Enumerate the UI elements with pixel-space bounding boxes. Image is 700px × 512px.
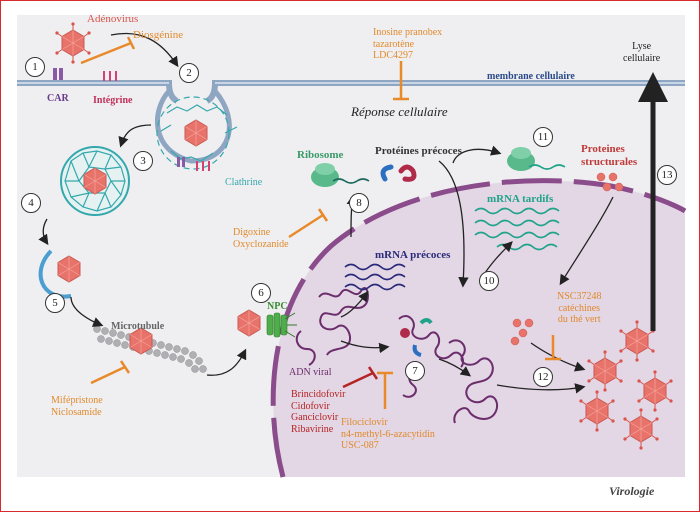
drugs-brincidofovir: Brincidofovir Cidofovir Ganciclovir Riba… bbox=[291, 389, 345, 435]
label-reponse: Réponse cellulaire bbox=[351, 104, 448, 119]
step-8: 8 bbox=[349, 193, 369, 213]
label-car: CAR bbox=[47, 93, 69, 104]
label-integrine: Intégrine bbox=[93, 95, 133, 106]
drugs-filociclovir: Filociclovir n4-methyl-6-azacytidin USC-… bbox=[341, 417, 435, 452]
logo-virologie: Virologie bbox=[609, 484, 655, 498]
drug-digoxine: Digoxine bbox=[233, 227, 271, 238]
drugs-digoxine: Digoxine Oxyclozanide bbox=[233, 227, 289, 250]
mrna-early bbox=[344, 263, 406, 291]
drug-tazarotene: tazarotène bbox=[373, 38, 415, 50]
drug-brincidofovir: Brincidofovir bbox=[291, 389, 346, 400]
drug-inosine: Inosine pranobex bbox=[373, 27, 443, 38]
adenovirus-attachment bbox=[53, 21, 117, 81]
drug-ldc4297: LDC4297 bbox=[373, 50, 413, 61]
inhibitor-red bbox=[342, 366, 379, 389]
endosome bbox=[38, 249, 81, 299]
drug-filociclovir: Filociclovir bbox=[341, 417, 388, 428]
inhibitors bbox=[80, 36, 561, 409]
label-microtubule: Microtubule bbox=[111, 321, 165, 332]
drug-ganciclovir: Ganciclovir bbox=[291, 412, 339, 423]
drug-catechines: catéchines bbox=[558, 302, 601, 314]
drug-cidofovir: Cidofovir bbox=[291, 400, 330, 412]
microtubule bbox=[93, 325, 207, 373]
label-membrane: membrane cellulaire bbox=[487, 71, 575, 82]
label-mrna-precoces: mRNA précoces bbox=[375, 249, 451, 261]
ribosome-early bbox=[311, 163, 417, 187]
label-adenovirus: Adénovirus bbox=[87, 13, 139, 25]
step-10: 10 bbox=[479, 271, 499, 291]
drug-mifepristone: Mifépristone bbox=[51, 395, 103, 406]
step-6: 6 bbox=[251, 283, 271, 303]
clathrin-pit bbox=[155, 89, 238, 171]
clathrin-vesicle bbox=[60, 146, 130, 216]
step-5: 5 bbox=[45, 293, 65, 313]
drugs-mifepristone: Mifépristone Niclosamide bbox=[51, 395, 103, 418]
npc-docking bbox=[237, 309, 297, 338]
drug-azacytidin: n4-methyl-6-azacytidin bbox=[341, 428, 435, 440]
step-13: 13 bbox=[657, 165, 677, 185]
label-clathrine: Clathrine bbox=[225, 177, 263, 188]
drug-the-vert: du thé vert bbox=[557, 314, 601, 325]
label-proteines-structurales: Proteines structurales bbox=[581, 143, 638, 168]
step-12: 12 bbox=[533, 367, 553, 387]
ribosome-late bbox=[507, 147, 566, 171]
step-11: 11 bbox=[533, 127, 553, 147]
step-4: 4 bbox=[21, 193, 41, 213]
drugs-inosine: Inosine pranobex tazarotène LDC4297 bbox=[373, 27, 442, 62]
drug-oxyclozanide: Oxyclozanide bbox=[233, 238, 289, 250]
label-ribosome: Ribosome bbox=[297, 149, 344, 161]
drug-niclosamide: Niclosamide bbox=[51, 406, 102, 418]
step-2: 2 bbox=[179, 63, 199, 83]
step-7: 7 bbox=[405, 361, 425, 381]
drugs-nsc: NSC37248 catéchines du thé vert bbox=[557, 291, 601, 326]
drug-usc087: USC-087 bbox=[341, 440, 379, 451]
drug-diosgenine: Diosgénine bbox=[133, 29, 184, 41]
process-arrows bbox=[38, 32, 614, 394]
drug-nsc37248: NSC37248 bbox=[557, 291, 602, 302]
label-proteines-precoces: Protéines précoces bbox=[375, 145, 462, 157]
label-adn-viral: ADN viral bbox=[289, 367, 332, 378]
nuclear-proteins bbox=[400, 318, 433, 357]
label-npc: NPC bbox=[267, 301, 288, 312]
label-lyse: Lyse cellulaire bbox=[623, 41, 661, 64]
label-mrna-tardifs: mRNA tardifs bbox=[487, 193, 554, 205]
nucleus bbox=[270, 178, 687, 478]
drug-ribavirine: Ribavirine bbox=[291, 423, 334, 435]
step-1: 1 bbox=[25, 57, 45, 77]
structural-proteins bbox=[510, 172, 624, 346]
step-3: 3 bbox=[133, 151, 153, 171]
